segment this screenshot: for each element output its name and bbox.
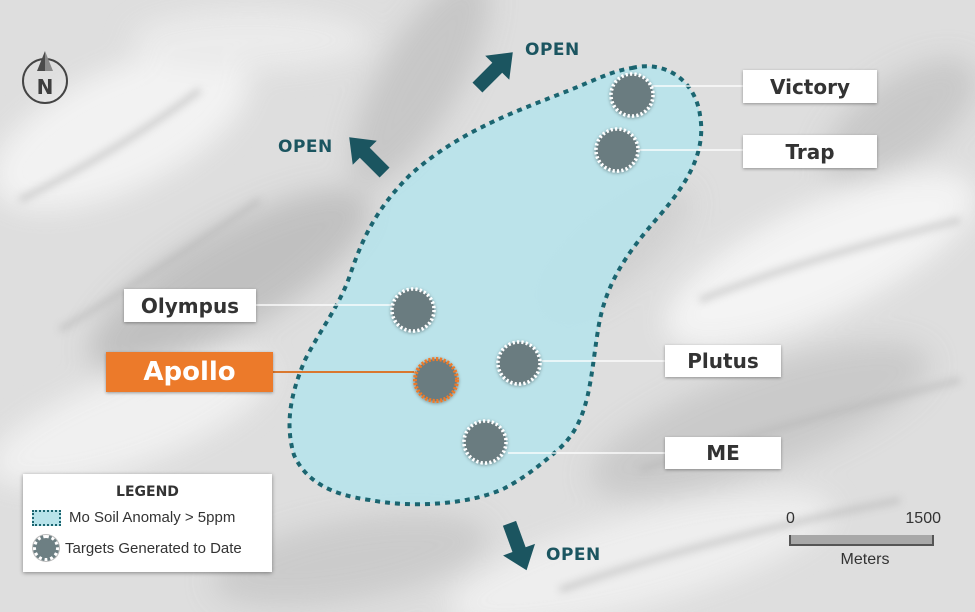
- mo-soil-anomaly-zone: [287, 64, 704, 507]
- legend-item-label: Targets Generated to Date: [65, 539, 242, 557]
- anomaly-swatch-icon: [32, 509, 61, 526]
- legend-title: LEGEND: [116, 484, 179, 500]
- target-label-victory[interactable]: Victory: [743, 70, 877, 103]
- open-arrow-ne-icon: [472, 52, 513, 93]
- north-arrow: N: [21, 49, 69, 105]
- target-marker-plutus[interactable]: [496, 340, 542, 386]
- open-label-se: OPEN: [546, 545, 601, 565]
- scale-start-label: 0: [786, 510, 795, 527]
- open-label-ne: OPEN: [525, 40, 580, 60]
- target-label-plutus[interactable]: Plutus: [665, 345, 781, 377]
- target-marker-victory[interactable]: [609, 72, 655, 118]
- open-arrow-nw-icon: [349, 137, 390, 178]
- legend: LEGEND Mo Soil Anomaly > 5ppm Targets Ge…: [23, 474, 272, 572]
- target-marker-me[interactable]: [462, 419, 508, 465]
- scale-bar-graphic: [789, 535, 934, 546]
- target-marker-icon: [33, 535, 59, 561]
- legend-item-label: Mo Soil Anomaly > 5ppm: [69, 509, 236, 526]
- target-marker-olympus[interactable]: [390, 287, 436, 333]
- open-label-nw: OPEN: [278, 137, 333, 157]
- target-marker-apollo[interactable]: [413, 357, 459, 403]
- scale-end-label: 1500: [905, 510, 941, 527]
- legend-item-anomaly: Mo Soil Anomaly > 5ppm: [32, 509, 235, 526]
- target-label-me[interactable]: ME: [665, 437, 781, 469]
- open-arrow-se-icon: [502, 520, 536, 571]
- target-marker-trap[interactable]: [594, 127, 640, 173]
- svg-text:N: N: [37, 75, 54, 99]
- scale-bar: 0 1500 Meters: [785, 508, 941, 568]
- target-label-apollo[interactable]: Apollo: [106, 352, 273, 392]
- north-arrow-icon: N: [22, 51, 68, 104]
- legend-item-targets: Targets Generated to Date: [32, 535, 242, 561]
- target-label-olympus[interactable]: Olympus: [124, 289, 256, 322]
- scale-unit-label: Meters: [840, 551, 890, 568]
- target-label-trap[interactable]: Trap: [743, 135, 877, 168]
